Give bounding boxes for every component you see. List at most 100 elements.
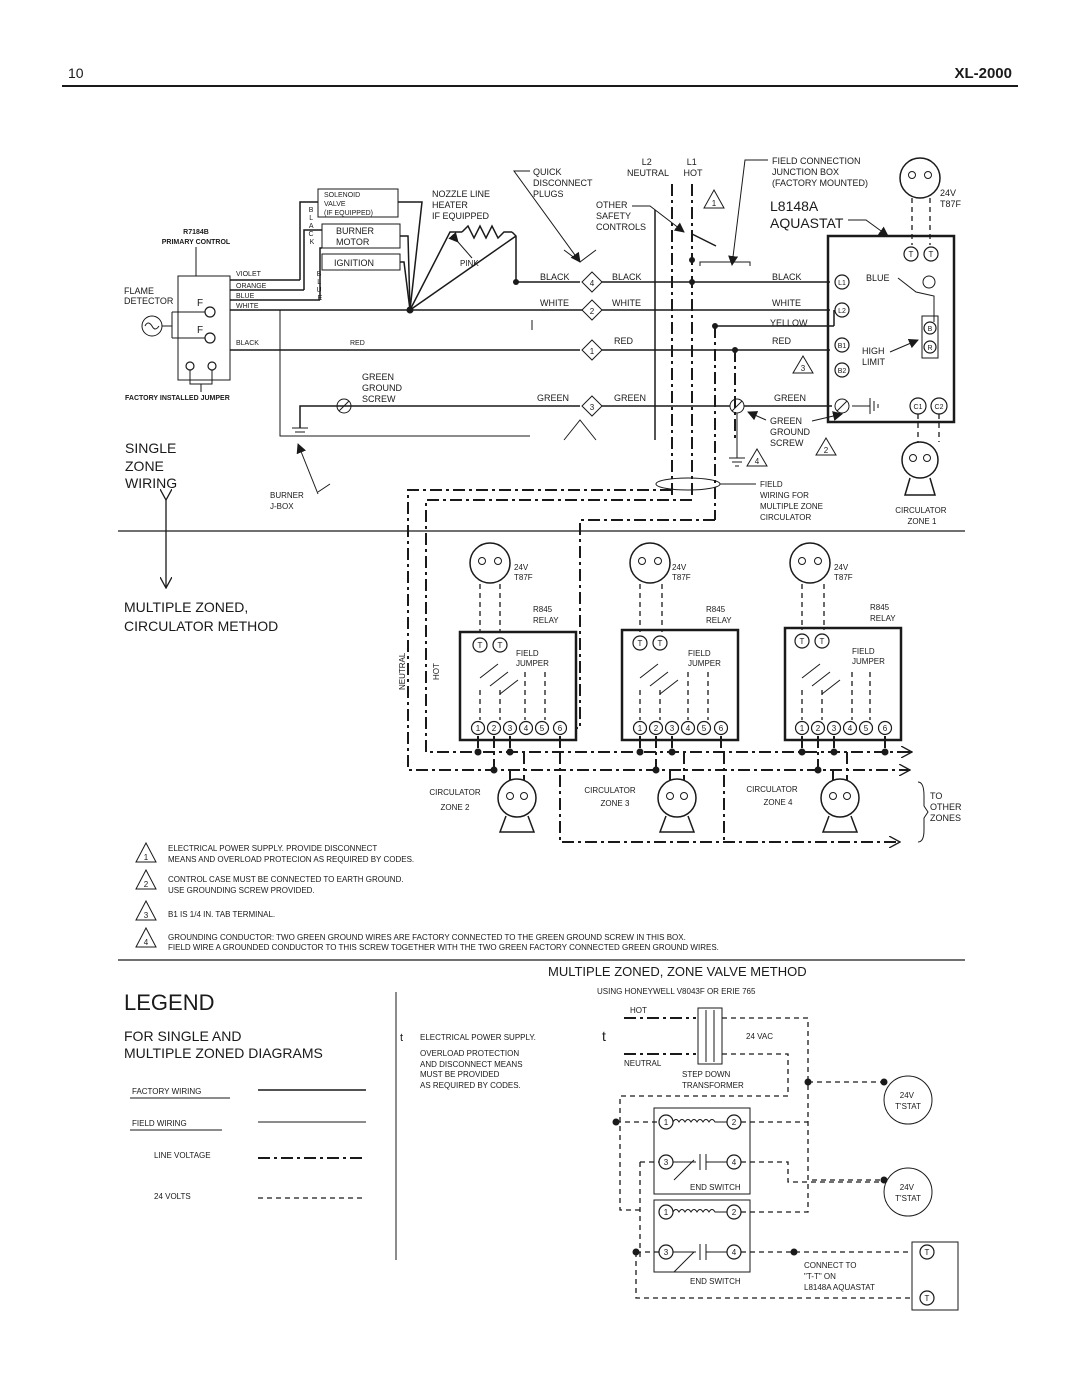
svg-text:4: 4 (732, 1158, 737, 1167)
svg-text:ELECTRICAL POWER SUPPLY. PROVI: ELECTRICAL POWER SUPPLY. PROVIDE DISCONN… (168, 844, 414, 864)
wire-white-label: WHITE (236, 303, 259, 310)
primary-control-name: PRIMARY CONTROL (162, 239, 231, 246)
svg-text:T: T (638, 639, 643, 648)
svg-text:3: 3 (670, 724, 675, 733)
svg-text:4: 4 (144, 938, 149, 947)
other-safety-label: OTHER SAFETY CONTROLS (596, 200, 646, 232)
svg-text:3: 3 (508, 724, 513, 733)
svg-text:2: 2 (824, 446, 829, 455)
single-zone-diagram: SINGLE ZONE WIRING R7184B PRIMARY CONTRO… (118, 156, 965, 771)
svg-text:L1: L1 (838, 280, 846, 287)
f-terminal-label: F (197, 298, 203, 309)
svg-text:3: 3 (832, 724, 837, 733)
circulator-method-title: MULTIPLE ZONED, CIRCULATOR METHOD (124, 599, 278, 634)
aquastat-label: L8148A AQUASTAT (770, 198, 844, 231)
zone-valve-diagram: MULTIPLE ZONED, ZONE VALVE METHOD USING … (548, 964, 959, 1311)
svg-text:T: T (925, 1294, 930, 1303)
right-wire-red: RED (772, 336, 792, 346)
page-number: 10 (68, 65, 84, 81)
svg-text:6: 6 (883, 724, 888, 733)
svg-text:1: 1 (800, 724, 805, 733)
svg-text:1: 1 (712, 199, 717, 208)
svg-text:5: 5 (702, 724, 707, 733)
solenoid-valve-label: SOLENOID VALVE (IF EQUIPPED) (324, 192, 373, 217)
svg-text:24V T'STAT: 24V T'STAT (895, 1091, 921, 1111)
zone-valve-subtitle: USING HONEYWELL V8043F OR ERIE 765 (597, 987, 756, 996)
svg-text:3: 3 (664, 1248, 669, 1257)
quick-disconnect-label: QUICK DISCONNECT PLUGS (533, 167, 595, 199)
wire-red-label: RED (350, 340, 365, 347)
svg-text:R: R (927, 345, 932, 352)
flame-detector-label: FLAME DETECTOR (124, 286, 174, 306)
end-switch-1: END SWITCH (690, 1183, 741, 1192)
left-wire-white: WHITE (540, 298, 569, 308)
legend-subtitle: FOR SINGLE AND MULTIPLE ZONED DIAGRAMS (124, 1028, 323, 1061)
mid-wire-green: GREEN (614, 393, 646, 403)
connect-to-label: CONNECT TO "T-T" ON L8148A AQUASTAT (804, 1261, 875, 1292)
svg-text:B: B (928, 326, 933, 333)
svg-text:B1: B1 (838, 343, 847, 350)
svg-text:1: 1 (664, 1118, 669, 1127)
end-switch-2: END SWITCH (690, 1277, 741, 1286)
svg-text:5: 5 (540, 724, 545, 733)
note-1: 1 ELECTRICAL POWER SUPPLY. PROVIDE DISCO… (135, 841, 414, 864)
legend-factory-wiring: FACTORY WIRING (132, 1087, 201, 1096)
svg-text:T: T (658, 639, 663, 648)
svg-text:CONTROL CASE MUST BE CONNECTED: CONTROL CASE MUST BE CONNECTED TO EARTH … (168, 875, 404, 895)
left-wire-black: BLACK (540, 272, 570, 282)
svg-text:1: 1 (144, 853, 149, 862)
legend-line-voltage: LINE VOLTAGE (154, 1151, 211, 1160)
wire-black-label: BLACK (236, 340, 259, 347)
svg-text:4: 4 (590, 279, 595, 288)
vac-label: 24 VAC (746, 1032, 773, 1041)
right-wire-green: GREEN (774, 393, 806, 403)
mid-wire-black: BLACK (612, 272, 642, 282)
jumper-terminal-2 (207, 361, 217, 371)
svg-text:2: 2 (816, 724, 821, 733)
burner-motor-label: BURNER MOTOR (336, 226, 377, 247)
svg-text:T: T (929, 250, 934, 259)
field-wiring-note: FIELD WIRING FOR MULTIPLE ZONE CIRCULATO… (760, 480, 825, 522)
left-wire-green: GREEN (537, 393, 569, 403)
zone-valve-2 (653, 1199, 751, 1273)
svg-text:T: T (800, 637, 805, 646)
svg-text:24V T'STAT: 24V T'STAT (895, 1183, 921, 1203)
zone-valve-power-symbol: t (602, 1028, 606, 1044)
svg-text:B1 IS 1/4 IN. TAB TERMINAL.: B1 IS 1/4 IN. TAB TERMINAL. (168, 910, 275, 919)
primary-control-box (177, 275, 231, 381)
svg-text:T: T (820, 637, 825, 646)
single-zone-title: SINGLE ZONE WIRING (125, 440, 180, 491)
power-note: ELECTRICAL POWER SUPPLY. OVERLOAD PROTEC… (420, 1033, 538, 1090)
zone-valve-1 (653, 1107, 751, 1195)
notes: 1 ELECTRICAL POWER SUPPLY. PROVIDE DISCO… (118, 841, 965, 961)
blue-label: BLUE (866, 273, 890, 283)
l1-label: L1 HOT (684, 157, 704, 178)
junction-box-label: FIELD CONNECTION JUNCTION BOX (FACTORY M… (772, 156, 868, 188)
svg-text:4: 4 (848, 724, 853, 733)
svg-text:4: 4 (732, 1248, 737, 1257)
right-wire-black: BLACK (772, 272, 802, 282)
transformer (697, 1007, 723, 1065)
tstat-2 (883, 1167, 933, 1217)
svg-text:3: 3 (590, 403, 595, 412)
svg-text:B2: B2 (838, 368, 847, 375)
svg-text:1: 1 (664, 1208, 669, 1217)
mid-wire-red: RED (614, 336, 634, 346)
legend-field-wiring: FIELD WIRING (132, 1119, 187, 1128)
transformer-label: STEP DOWN TRANSFORMER (682, 1070, 744, 1090)
svg-text:GROUNDING CONDUCTOR: TWO GREE: GROUNDING CONDUCTOR: TWO GREEN GROUND WI… (168, 933, 719, 952)
legend-title: LEGEND (124, 990, 214, 1015)
